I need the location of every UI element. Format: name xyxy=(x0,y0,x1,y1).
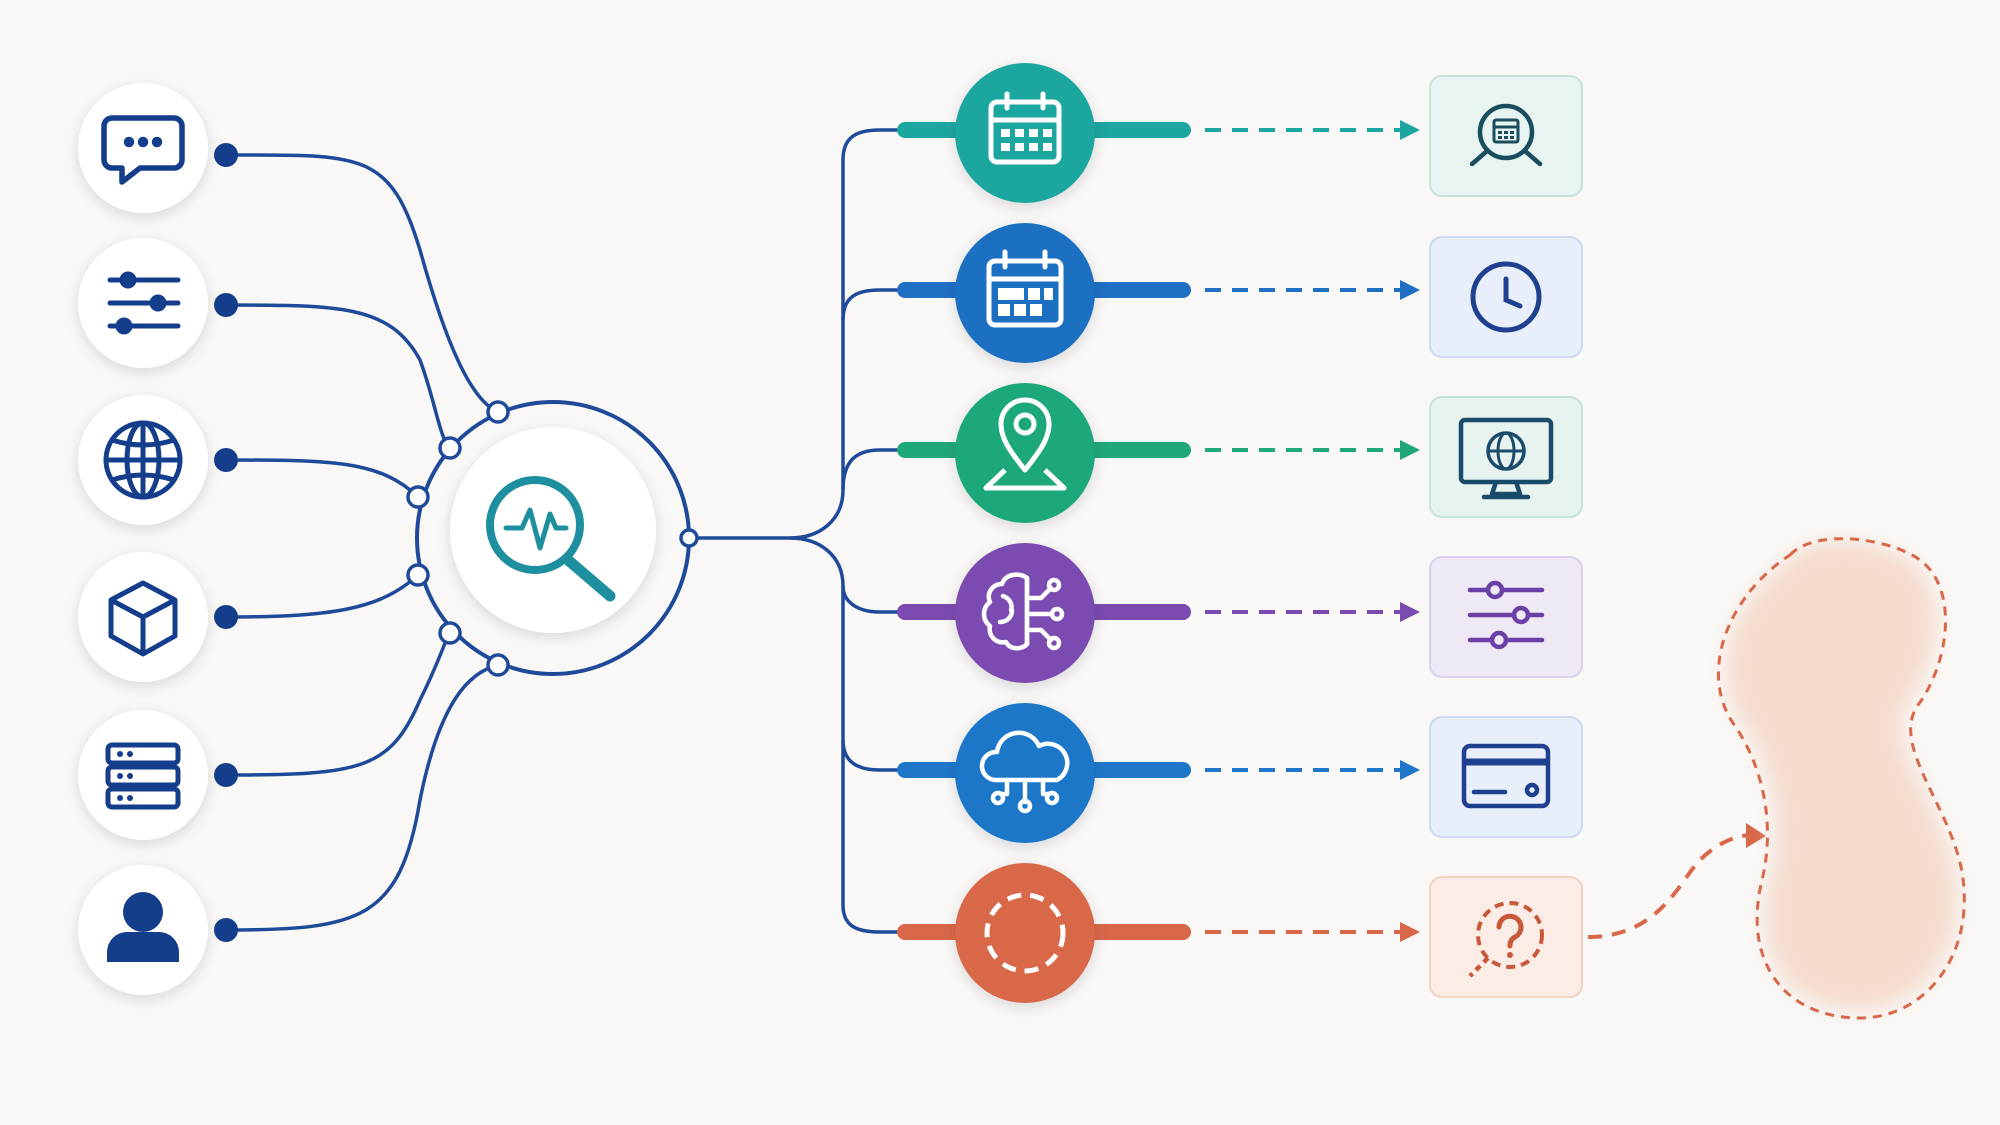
target-tile-card[interactable] xyxy=(1429,716,1583,838)
branch-arrows xyxy=(1205,128,1405,934)
connector-4 xyxy=(225,573,420,619)
input-node-sliders[interactable] xyxy=(78,238,208,368)
input-connectors xyxy=(225,153,499,932)
hub-port-4 xyxy=(406,563,430,587)
target-tile-question[interactable] xyxy=(1429,876,1583,998)
input-dot-2 xyxy=(214,293,238,317)
hub-port-5 xyxy=(438,621,462,645)
hub-port-1 xyxy=(486,400,510,424)
connector-5 xyxy=(225,631,452,777)
schedule-board-icon xyxy=(986,249,1064,328)
branch-node-location[interactable] xyxy=(955,383,1095,523)
input-dot-6 xyxy=(214,918,238,942)
input-node-globe[interactable] xyxy=(78,395,208,525)
hub-output-port xyxy=(679,528,699,548)
connector-3 xyxy=(225,458,420,499)
input-node-user[interactable] xyxy=(78,865,208,995)
input-node-server[interactable] xyxy=(78,710,208,840)
branch-node-brain[interactable] xyxy=(955,543,1095,683)
arrow-heads xyxy=(1400,120,1420,942)
pulse-search-icon xyxy=(486,476,616,602)
input-dot-4 xyxy=(214,605,238,629)
calendar-icon xyxy=(988,91,1062,165)
branch-node-unknown[interactable] xyxy=(955,863,1095,1003)
question-icon xyxy=(1468,901,1544,978)
input-node-cube[interactable] xyxy=(78,552,208,682)
input-dot-1 xyxy=(214,143,238,167)
monitor-globe-icon xyxy=(1458,417,1554,500)
target-tiles xyxy=(1429,75,1583,998)
unknown-arrow xyxy=(1587,833,1753,939)
calendar-search-icon xyxy=(1469,103,1543,167)
trunk-branch-4 xyxy=(841,585,905,614)
hub-port-3 xyxy=(406,485,430,509)
unknown-region xyxy=(1717,537,1966,1020)
hub-port-6 xyxy=(486,653,510,677)
hub-node xyxy=(450,427,656,633)
target-tile-sliders[interactable] xyxy=(1429,556,1583,678)
trunk-branch-2 xyxy=(841,288,905,321)
brain-network-icon xyxy=(981,572,1065,651)
sliders-icon xyxy=(107,271,181,335)
chat-bubble-icon xyxy=(101,115,185,185)
branch-nodes xyxy=(955,63,1095,1003)
unknown-region-outline xyxy=(1717,537,1966,1020)
clock-icon xyxy=(1470,261,1542,333)
trunk-branch-5 xyxy=(841,739,905,772)
input-nodes xyxy=(78,83,208,995)
unknown-arrow-head xyxy=(1746,823,1766,848)
branch-node-schedule[interactable] xyxy=(955,223,1095,363)
cube-icon xyxy=(108,580,178,657)
cloud-network-icon xyxy=(979,730,1070,814)
input-dot-5 xyxy=(214,763,238,787)
input-node-chat[interactable] xyxy=(78,83,208,213)
sliders-icon xyxy=(1467,580,1545,650)
connector-2 xyxy=(225,303,452,450)
globe-icon xyxy=(103,420,183,500)
location-pin-icon xyxy=(983,397,1067,491)
connector-6 xyxy=(225,663,499,932)
connector-1 xyxy=(225,153,499,414)
credit-card-icon xyxy=(1461,743,1551,809)
hub-port-2 xyxy=(438,436,462,460)
output-trunk xyxy=(689,128,905,934)
input-dot-3 xyxy=(214,448,238,472)
target-tile-monitor[interactable] xyxy=(1429,396,1583,518)
trunk-main xyxy=(689,128,905,540)
branch-node-calendar[interactable] xyxy=(955,63,1095,203)
user-icon xyxy=(107,892,179,962)
server-stack-icon xyxy=(105,742,181,810)
target-tile-clock[interactable] xyxy=(1429,236,1583,358)
hub-ports xyxy=(406,400,510,677)
dashed-circle-icon xyxy=(984,892,1066,974)
input-dots xyxy=(214,143,238,942)
target-tile-calendar-search[interactable] xyxy=(1429,75,1583,197)
trunk-branch-3 xyxy=(841,448,905,491)
branch-node-cloud[interactable] xyxy=(955,703,1095,843)
